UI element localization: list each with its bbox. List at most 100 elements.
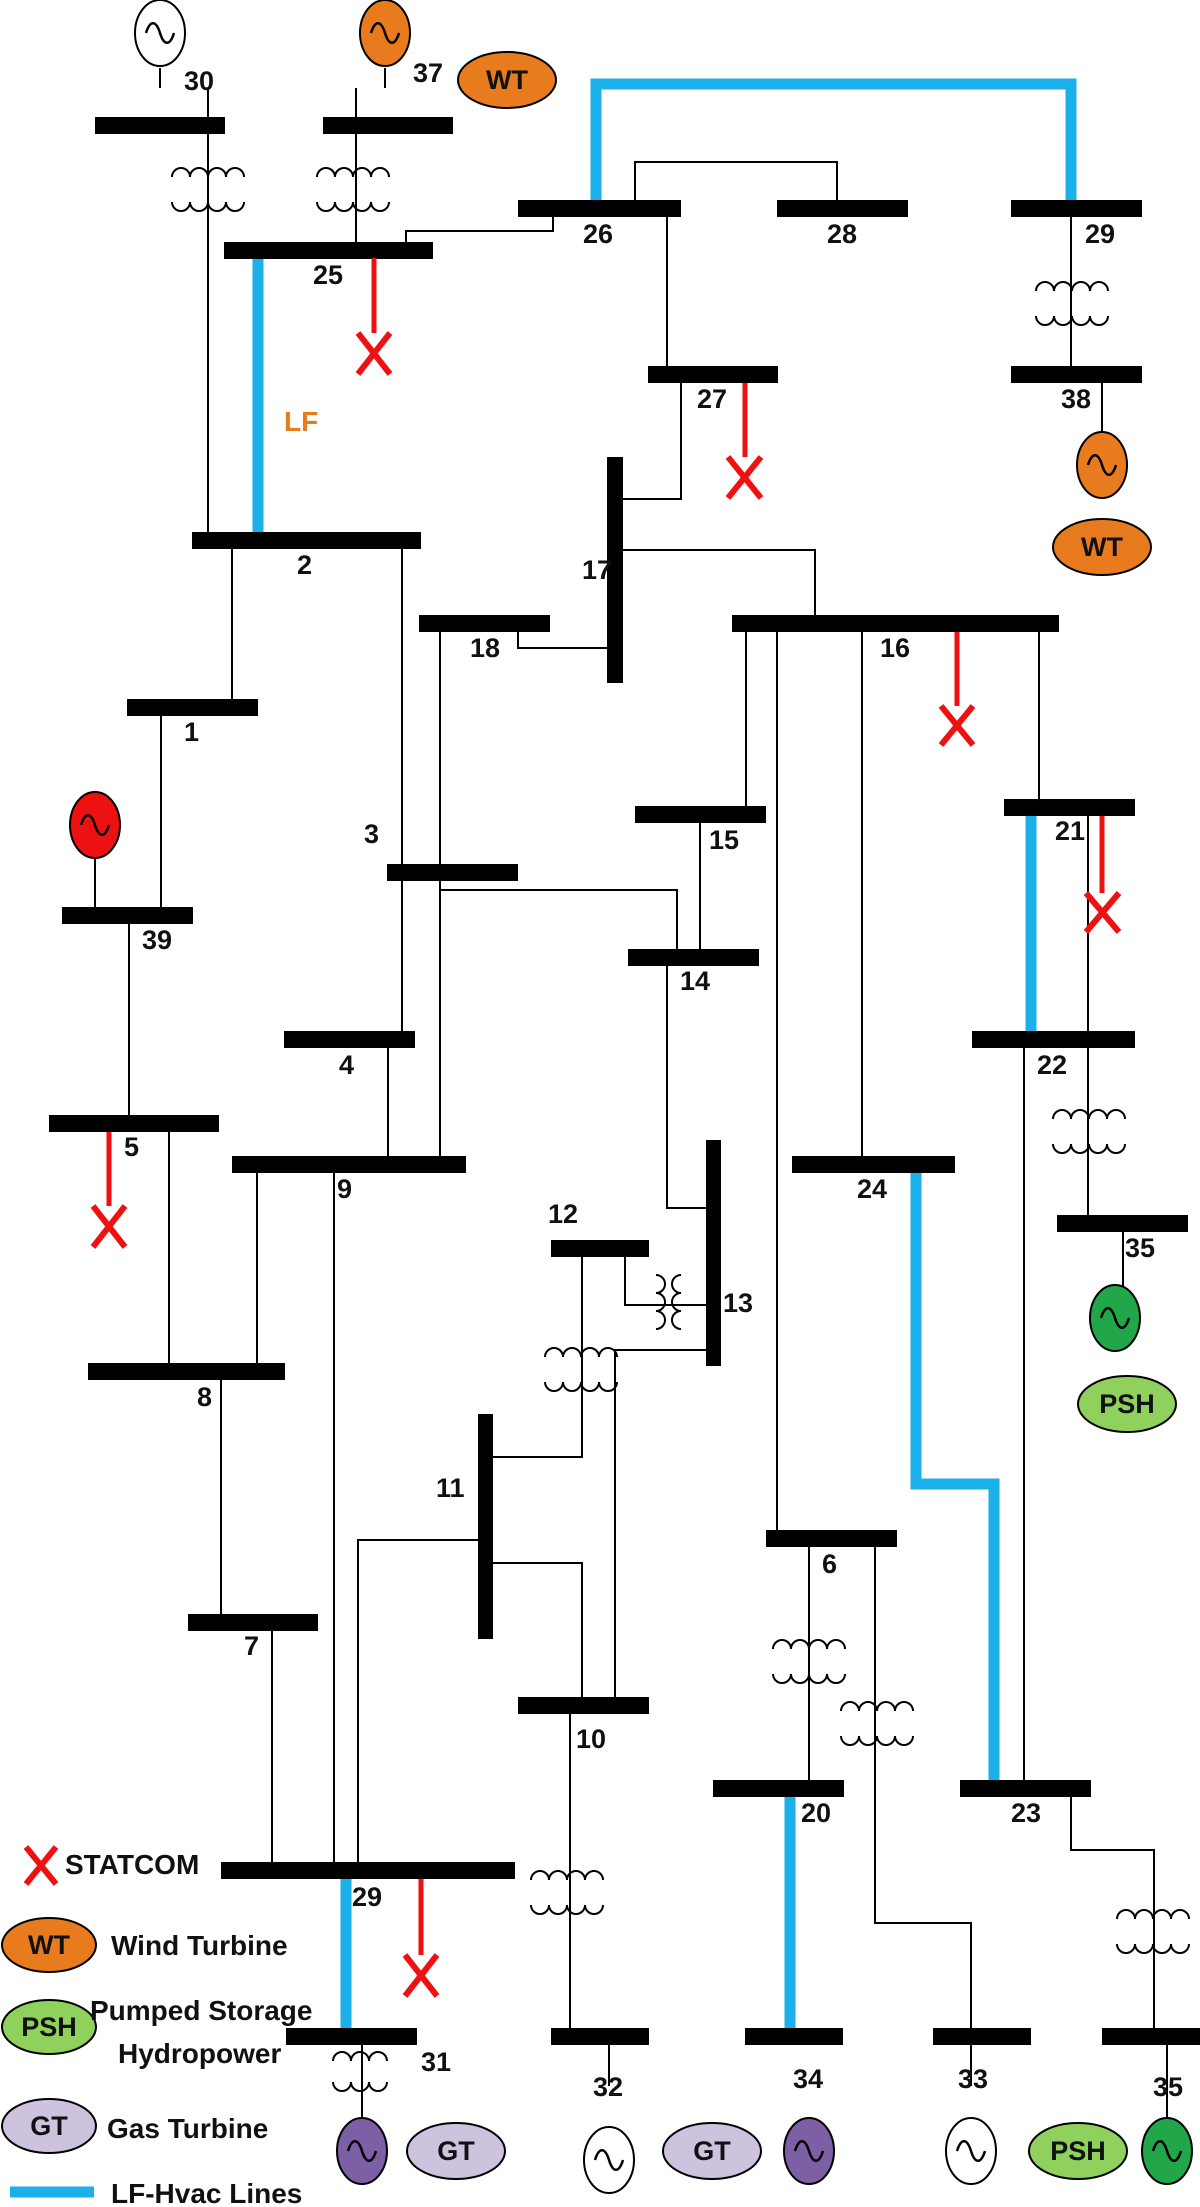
legend-psh-label-line1: Pumped Storage: [90, 1995, 312, 2026]
bus-bar-16: [732, 615, 1059, 632]
bus-label: 6: [822, 1549, 837, 1579]
transformer-icon-23-35: [1116, 1909, 1190, 1954]
transformer-icon-31: [332, 2051, 388, 2092]
line-3-14b: [440, 889, 678, 957]
psh-badge-35-bottom: PSH: [1028, 2122, 1128, 2180]
bus-bar-11: [478, 1414, 493, 1639]
bus-label: 11: [436, 1473, 465, 1503]
bus-label: 1: [184, 717, 199, 747]
generator-icon-38: [1076, 431, 1128, 499]
legend-statcom: STATCOM: [23, 1845, 199, 1886]
statcom-icon-25: [355, 258, 393, 376]
legend-statcom-label: STATCOM: [65, 1849, 199, 1880]
bus-bar-30: [95, 117, 225, 134]
legend-psh: PSH Pumped Storage Hydropower: [1, 1995, 312, 2069]
bus-bar-35-bottom: [1102, 2028, 1200, 2045]
bus-label: 25: [313, 260, 343, 290]
bus-bar-13: [706, 1140, 721, 1366]
generator-icon-33: [945, 2117, 997, 2185]
line-11-10: [486, 1562, 583, 1706]
bus-labels: 30 37 26 28 29 25 27 38 2 17 18 16 1 3 1…: [124, 58, 1183, 2102]
generator-icon-35-bottom: [1141, 2117, 1193, 2185]
psh-badge-35: PSH: [1077, 1375, 1177, 1433]
bus-bar-7: [188, 1614, 318, 1631]
bus-label: 20: [801, 1798, 831, 1828]
transformer-icon-6-20: [772, 1639, 846, 1684]
bus-label: 34: [793, 2064, 823, 2094]
bus-bar-28: [777, 200, 908, 217]
wt-badge-37: WT: [457, 51, 557, 109]
bus-bar-26: [518, 200, 681, 217]
bus-label: 5: [124, 1132, 139, 1162]
transformer-icon-10-32: [530, 1870, 604, 1915]
line-17-16: [615, 549, 816, 624]
bus-bar-18: [419, 615, 550, 632]
line-23-35: [1070, 1789, 1155, 2037]
generator-icon-30: [134, 0, 186, 67]
bus-label: 16: [880, 633, 910, 663]
bus-label: 27: [697, 384, 727, 414]
bus-label: 23: [1011, 1798, 1041, 1828]
wt-badge-38: WT: [1052, 518, 1152, 576]
line-26-28: [634, 161, 838, 208]
bus-bar-15: [635, 806, 766, 823]
statcom-icon-16: [938, 632, 976, 747]
lf-line-24-23: [910, 1164, 1000, 1789]
bus-label: 29: [352, 1882, 382, 1912]
line-12-13: [624, 1248, 713, 1306]
gt-badge-label: GT: [693, 2136, 731, 2166]
bus-bar-35-right: [1057, 1215, 1188, 1232]
legend: STATCOM WT Wind Turbine PSH Pumped Stora…: [1, 1845, 312, 2207]
legend-gt: GT Gas Turbine: [1, 2098, 268, 2154]
bus-label: 13: [723, 1288, 753, 1318]
bus-bar-5: [49, 1115, 219, 1132]
line-6-33: [874, 1538, 972, 2037]
bus-bar-23: [960, 1780, 1091, 1797]
bus-bar-14: [628, 949, 759, 966]
statcom-icon-29: [402, 1879, 440, 1998]
transformer-icon-22-35: [1052, 1109, 1126, 1154]
bus-label: 39: [142, 925, 172, 955]
bus-label: 37: [413, 58, 443, 88]
legend-psh-label-line2: Hydropower: [118, 2038, 281, 2069]
bus-bar-21: [1004, 799, 1135, 816]
generator-icon-39: [69, 791, 121, 859]
bus-label: 38: [1061, 384, 1091, 414]
bus-bar-33: [933, 2028, 1031, 2045]
bus-bar-37: [323, 117, 453, 134]
bus-bar-12: [551, 1240, 649, 1257]
wt-badge-label: WT: [486, 65, 528, 95]
bus-label: 31: [421, 2047, 451, 2077]
statcom-icon-27: [725, 383, 764, 500]
bus-bar-1: [127, 699, 258, 716]
line-14-13: [666, 957, 713, 1209]
legend-lf-label: LF-Hvac Lines: [111, 2178, 302, 2207]
lf-hvac-lines: [252, 78, 1077, 2037]
statcom-icon-5: [90, 1132, 128, 1249]
generator-icon-35-right: [1089, 1284, 1141, 1352]
bus-label: 4: [339, 1050, 354, 1080]
wt-badge-label: WT: [1081, 532, 1123, 562]
bus-bar-4: [284, 1031, 415, 1048]
transformer-icon-12-11: [544, 1347, 618, 1392]
bus-bar-20: [713, 1780, 844, 1797]
bus-bar-31: [286, 2028, 417, 2045]
bus-bar-6: [766, 1530, 897, 1547]
legend-wt: WT Wind Turbine: [1, 1917, 288, 1973]
bus-label: 17: [582, 555, 612, 585]
line-13-10: [614, 1349, 713, 1706]
lf-line-26-29: [590, 78, 1077, 208]
generator-icon-34: [783, 2117, 835, 2185]
bus-bar-9: [232, 1156, 466, 1173]
psh-badge-label: PSH: [1050, 2136, 1106, 2166]
bus-label: 12: [548, 1199, 578, 1229]
technology-badges: WT WT PSH GT GT PSH: [406, 51, 1177, 2180]
generators: [69, 0, 1193, 2194]
bus-bars: [49, 117, 1200, 2045]
statcom-icon-21: [1083, 816, 1122, 934]
connection-lines: [94, 68, 1168, 2118]
bus-label: 15: [709, 825, 739, 855]
bus-bar-8: [88, 1363, 285, 1380]
lf-line-label: LF: [284, 406, 318, 437]
